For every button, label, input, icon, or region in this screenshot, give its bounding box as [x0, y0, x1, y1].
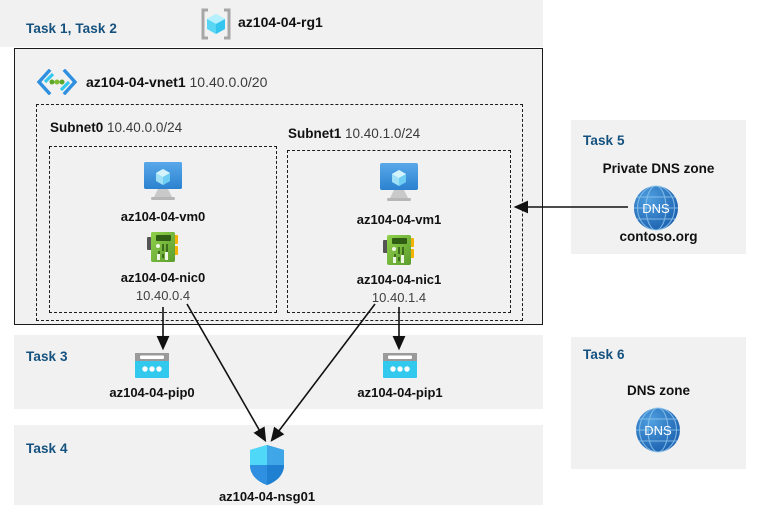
vm0-label: az104-04-vm0	[120, 209, 206, 224]
network-interface-icon	[144, 230, 182, 266]
task-label-3: Task 3	[26, 349, 68, 364]
vm1-label: az104-04-vm1	[356, 212, 442, 227]
virtual-machine-icon	[372, 161, 426, 205]
task-label-4: Task 4	[26, 441, 68, 456]
virtual-machine-icon	[136, 160, 190, 204]
svg-text:DNS: DNS	[642, 201, 670, 216]
nsg-label: az104-04-nsg01	[218, 489, 316, 504]
subnet1-name: Subnet1	[288, 126, 342, 141]
nic1-label: az104-04-nic1	[356, 272, 442, 287]
subnet1-label: Subnet1 10.40.1.0/24	[288, 126, 420, 141]
task-label-6: Task 6	[583, 347, 625, 362]
task-label-1-2: Task 1, Task 2	[26, 21, 117, 36]
task-label-5: Task 5	[583, 133, 625, 148]
vnet-title: az104-04-vnet1 10.40.0.0/20	[86, 74, 267, 90]
nic1-ip: 10.40.1.4	[371, 290, 427, 305]
public-ip-address-icon	[381, 352, 419, 380]
network-interface-icon	[380, 233, 418, 269]
pip0-label: az104-04-pip0	[109, 385, 195, 400]
dns-globe-icon: DNS	[633, 405, 683, 455]
nic0-label: az104-04-nic0	[120, 270, 206, 285]
svg-text:DNS: DNS	[644, 423, 672, 438]
private-dns-heading: Private DNS zone	[602, 161, 715, 176]
resource-group-header-panel	[0, 0, 543, 47]
subnet0-label: Subnet0 10.40.0.0/24	[50, 120, 182, 135]
public-ip-address-icon	[133, 352, 171, 380]
vnet-address-space: 10.40.0.0/20	[189, 74, 268, 90]
nic0-ip: 10.40.0.4	[135, 288, 191, 303]
network-security-group-shield-icon	[247, 443, 287, 487]
dns-globe-icon: DNS	[631, 183, 681, 233]
pip1-label: az104-04-pip1	[357, 385, 443, 400]
resource-group-name: az104-04-rg1	[238, 14, 323, 30]
vnet-container	[14, 48, 543, 325]
virtual-network-icon	[36, 68, 78, 96]
vnet-name: az104-04-vnet1	[86, 74, 186, 90]
private-dns-zone-name: contoso.org	[619, 229, 698, 244]
subnet0-name: Subnet0	[50, 120, 104, 135]
subnet1-cidr: 10.40.1.0/24	[345, 126, 421, 141]
subnet0-cidr: 10.40.0.0/24	[107, 120, 183, 135]
public-dns-heading: DNS zone	[626, 383, 690, 398]
resource-group-cube-icon	[199, 7, 233, 41]
